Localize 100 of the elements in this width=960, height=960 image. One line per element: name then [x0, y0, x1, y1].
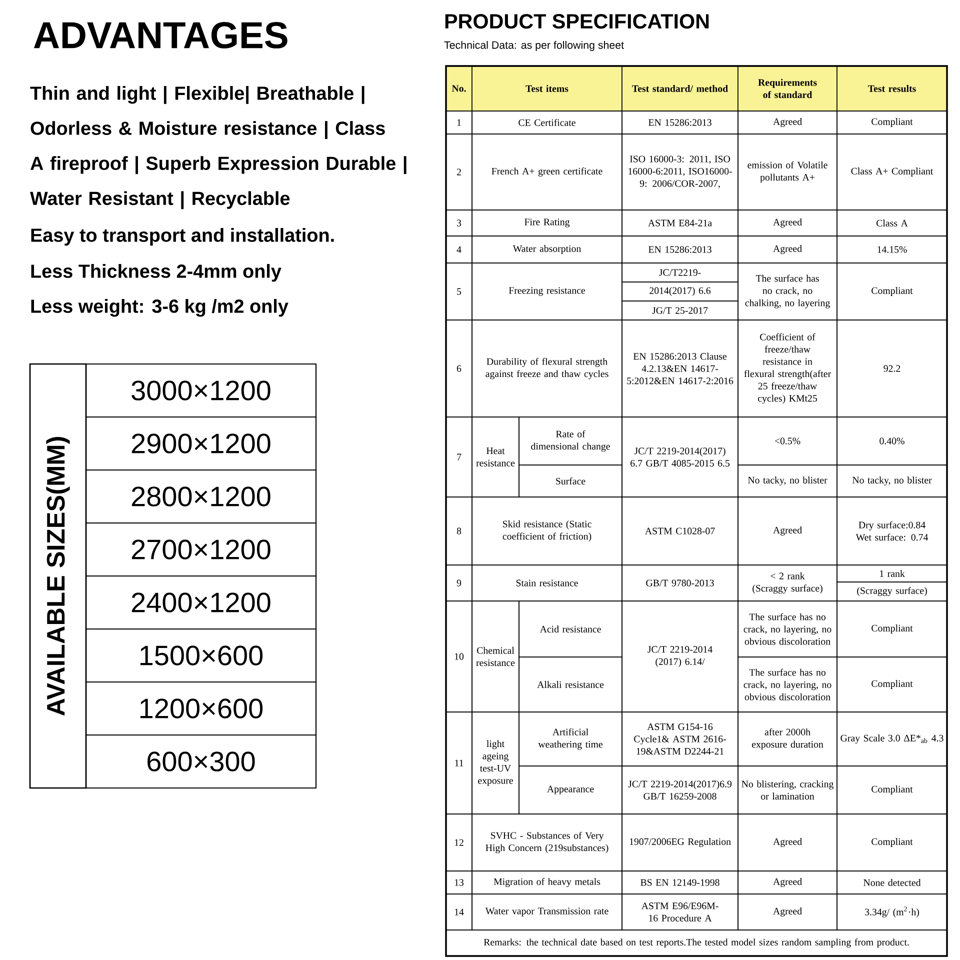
table-cell: <0.5% — [738, 416, 838, 466]
table-cell: EN 15286:2013 — [622, 236, 738, 264]
table-cell: 10 — [446, 600, 472, 712]
size-cell: 1500×600 — [85, 628, 317, 683]
table-cell: Dry surface:0.84 Wet surface: 0.74 — [836, 496, 948, 566]
table-cell: 12 — [446, 814, 472, 872]
table-cell: Acid resistance — [518, 600, 622, 658]
size-cell: 2400×1200 — [85, 575, 317, 630]
table-cell: 1907/2006EG Regulation — [622, 814, 738, 872]
table-cell: ASTM C1028-07 — [622, 496, 738, 566]
table-cell: Water vapor Transmission rate — [472, 894, 622, 930]
table-cell: JC/T2219- — [622, 262, 738, 282]
table-cell: Compliant — [836, 766, 948, 814]
size-cell: 600×300 — [85, 734, 317, 789]
table-cell: 3.34g/ (m$^{2}$·h) — [836, 894, 948, 930]
table-cell: Compliant — [836, 814, 948, 872]
size-cell: 2900×1200 — [85, 416, 317, 471]
text-line: Easy to transport and installation. — [31, 228, 334, 246]
header-cell: Test standard/ method — [622, 66, 738, 112]
table-cell: Agreed — [738, 814, 838, 872]
heading: PRODUCT SPECIFICATION — [445, 14, 709, 29]
table-cell: Artificial weathering time — [518, 712, 622, 766]
table-cell: Compliant — [836, 656, 948, 712]
table-cell: 13 — [446, 870, 472, 894]
table-cell: BS EN 12149-1998 — [622, 870, 738, 894]
table-cell: ASTM E84-21a — [622, 210, 738, 236]
table-cell: Gray Scale 3.0 ΔE*$_{ab}$ 4.3 — [836, 712, 948, 766]
table-cell: 1 — [446, 110, 472, 134]
table-cell: 14.15% — [836, 236, 948, 264]
table-cell: Chemical resistance — [472, 600, 520, 712]
table-cell: emission of Volatile pollutants A+ — [738, 134, 838, 210]
table-cell: 7 — [446, 416, 472, 498]
table-cell: JG/T 25-2017 — [622, 300, 738, 320]
table-cell: No blistering, cracking or lamination — [738, 766, 838, 814]
table-cell: JC/T 2219-2014(2017) 6.7 GB/T 4085-2015 6.5 — [622, 416, 738, 498]
vertical-label: AVAILABLE SIZES(MM) — [29, 363, 87, 789]
subtitle: Technical Data: as per following sheet — [444, 41, 624, 51]
table-cell: EN 15286:2013 — [622, 110, 738, 134]
table-cell: Agreed — [738, 236, 838, 264]
paragraph: Thin and light | Flexible| Breathable | Odorless & Moisture resistance | Class A fireproof | Superb Expression Durable | Water Resistant | Recyclable — [30, 86, 406, 210]
table-cell: Skid resistance (Static coefficient of friction) — [472, 496, 622, 566]
table-cell: after 2000h exposure duration — [738, 712, 838, 766]
size-cell: 2800×1200 — [85, 469, 317, 524]
table-cell: The surface has no crack, no layering, no obvious discoloration — [738, 600, 838, 658]
table-cell: JC/T 2219-2014(2017)6.9 GB/T 16259-2008 — [622, 766, 738, 814]
table-cell: Appearance — [518, 766, 622, 814]
table-cell: 0.40% — [836, 416, 948, 466]
size-cell: 3000×1200 — [85, 363, 317, 418]
table-cell: Rate of dimensional change — [518, 416, 622, 466]
table-cell: 9 — [446, 564, 472, 602]
header-cell: No. — [446, 66, 472, 112]
table-cell: ISO 16000-3: 2011, ISO 16000-6:2011, ISO16000-9: 2006/COR-2007, — [622, 134, 738, 210]
table-cell: No tacky, no blister — [836, 464, 948, 498]
table-cell: Alkali resistance — [518, 656, 622, 712]
table-cell: Stain resistance — [472, 564, 622, 602]
table-cell: Compliant — [836, 262, 948, 320]
table-cell: Agreed — [738, 894, 838, 930]
table-cell: 4 — [446, 236, 472, 264]
heading: ADVANTAGES — [34, 22, 288, 48]
table-cell: 11 — [446, 712, 472, 814]
table-cell: CE Certificate — [472, 110, 622, 134]
table-cell: 2 — [446, 134, 472, 210]
table-cell: Durability of flexural strength against freeze and thaw cycles — [472, 320, 622, 418]
table-cell: ASTM G154-16 Cycle1& ASTM 2616-19&ASTM D2244-21 — [622, 712, 738, 766]
table-cell: Class A — [836, 210, 948, 236]
table-cell: The surface has no crack, no layering, no obvious discoloration — [738, 656, 838, 712]
table-cell: Compliant — [836, 110, 948, 134]
table-cell: Coefficient of freeze/thaw resistance in flexural strength(after 25 freeze/thaw cycles) KMt25 — [738, 320, 838, 418]
table-cell: No tacky, no blister — [738, 464, 838, 498]
table-cell: GB/T 9780-2013 — [622, 564, 738, 602]
table-cell: Water absorption — [472, 236, 622, 264]
text-line: Less weight: 3-6 kg /m2 only — [31, 299, 288, 317]
table-cell: ASTM E96/E96M-16 Procedure A — [622, 894, 738, 930]
table-cell: Agreed — [738, 110, 838, 134]
table-cell: None detected — [836, 870, 948, 894]
table-cell: Agreed — [738, 210, 838, 236]
text-line: Less Thickness 2-4mm only — [31, 264, 282, 282]
table-cell: Class A+ Compliant — [836, 134, 948, 210]
header-cell: Requirements of standard — [738, 66, 838, 112]
table-cell: light ageing test-UV exposure — [472, 712, 520, 814]
table-cell: 5 — [446, 262, 472, 320]
table-cell: EN 15286:2013 Clause 4.2.13&EN 14617-5:2012&EN 14617-2:2016 — [622, 320, 738, 418]
table-cell: 3 — [446, 210, 472, 236]
table-cell: French A+ green certificate — [472, 134, 622, 210]
table-cell: SVHC - Substances of Very High Concern (219substances) — [472, 814, 622, 872]
table-cell: JC/T 2219-2014 (2017) 6.14/ — [622, 600, 738, 712]
table-cell: 8 — [446, 496, 472, 566]
table-cell: Migration of heavy metals — [472, 870, 622, 894]
table-cell: Heat resistance — [472, 416, 520, 498]
table-cell: 2014(2017) 6.6 — [622, 282, 738, 302]
table-cell: 1 rank — [836, 564, 948, 582]
table-cell: 92.2 — [836, 320, 948, 418]
size-cell: 1200×600 — [85, 681, 317, 736]
table-cell: Agreed — [738, 870, 838, 894]
table-cell: 14 — [446, 894, 472, 930]
table-cell: Freezing resistance — [472, 262, 622, 320]
table-cell: Fire Rating — [472, 210, 622, 236]
header-cell: Test results — [836, 66, 948, 112]
table-cell: The surface has no crack, no chalking, no layering — [738, 262, 838, 320]
table-cell: Compliant — [836, 600, 948, 658]
